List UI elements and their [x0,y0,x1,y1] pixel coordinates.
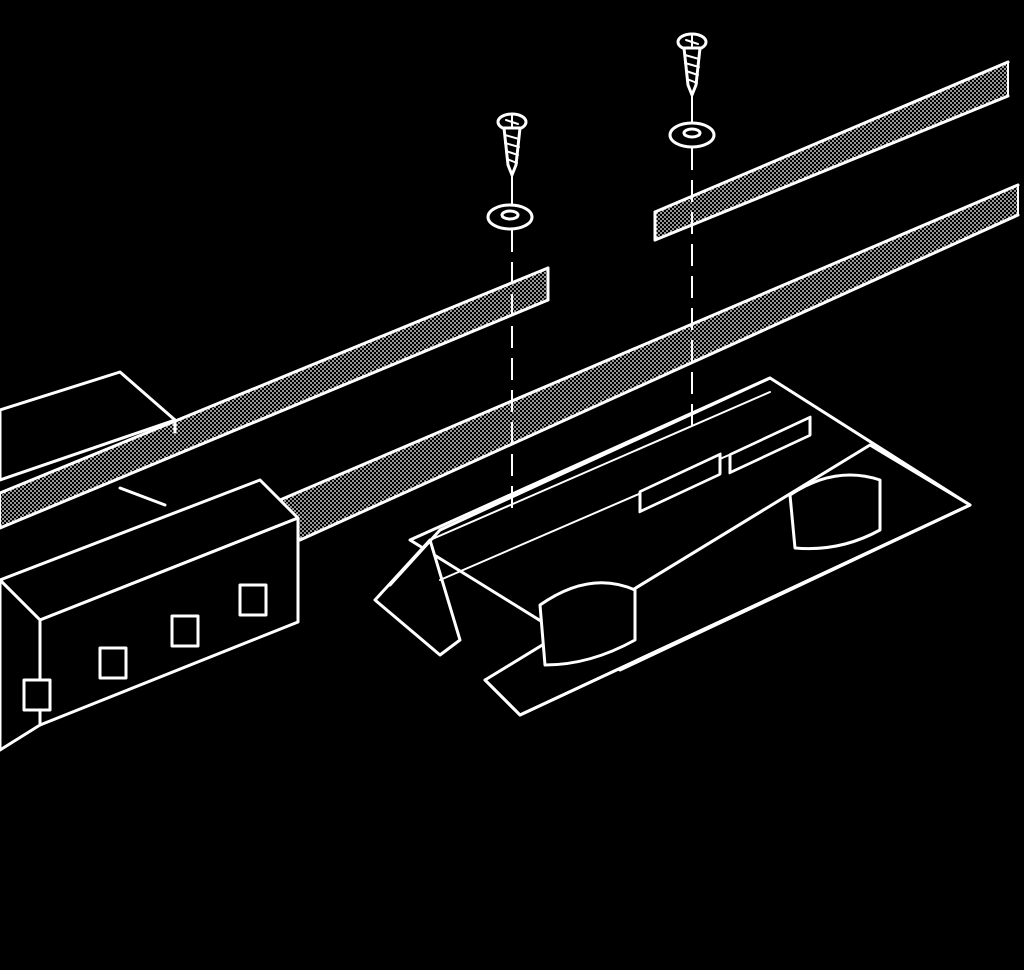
screw-right [676,32,708,97]
rail-box-window [98,646,128,680]
belt-segment-far-right [653,60,1010,242]
alignment-guides [511,94,693,510]
screw-left [496,112,528,177]
washer-icon [486,203,534,231]
carriage [373,376,972,717]
phillips-screw-icon [676,32,708,97]
rail-end-block-upper [0,370,177,482]
carriage-slot [638,452,722,514]
rail-box-window [22,678,52,712]
carriage-roller [538,581,637,667]
belt-segment-long-middle [278,183,1020,542]
rail-box [0,478,300,752]
rail-box-window [170,614,200,648]
washer-right [668,121,716,149]
belt-segment-left [0,266,550,530]
carriage-roller [788,473,882,551]
carriage-slot [728,415,812,475]
rail-box-windows [22,583,268,712]
washer-icon [668,121,716,149]
phillips-screw-icon [496,112,528,177]
rail-box-window [238,583,268,617]
washer-left [486,203,534,231]
